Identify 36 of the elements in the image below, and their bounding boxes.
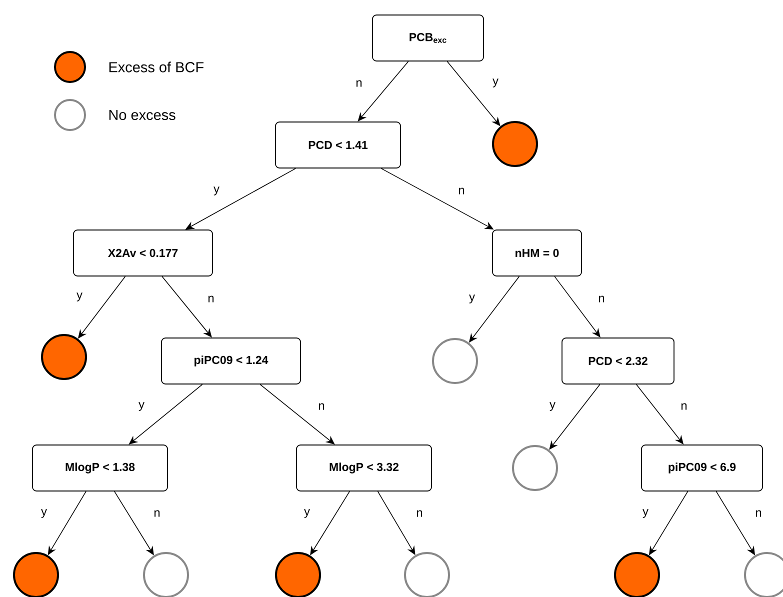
decision-box: nHM = 0 [492,230,582,276]
edge-label: n [756,510,762,517]
edge-label: n [681,403,687,410]
edge-label: n [458,188,464,194]
edge-label: y [642,509,648,518]
edge-label: n [318,403,324,410]
decision-box: piPC09 < 1.24 [161,338,301,384]
decision-box: PCB$_{exc}$ [372,14,484,62]
edge-label: y [41,509,47,518]
edge-label: n [356,80,362,87]
filled-circle [13,552,59,597]
filled-circle [492,121,538,167]
empty-circle [512,445,558,491]
legend-label: Excess of BCF [109,62,204,72]
edge-label: n [208,296,214,302]
edge-label: n [154,510,160,517]
legend-label: No excess [109,110,176,120]
edge-label: y [550,402,556,411]
decision-box: X2Av < 0.177 [73,230,213,276]
edge-label: y [76,292,82,302]
decision-box: piPC09 < 6.9 [641,444,763,492]
edge-label: n [598,296,604,302]
edge-label: y [214,186,220,196]
decision-box: MlogP < 3.32 [296,444,432,492]
edge-label: y [469,294,475,304]
decision-box: MlogP < 1.38 [32,444,168,492]
decision-box: PCD < 1.41 [275,122,401,168]
filled-circle [41,334,87,380]
empty-circle [432,338,478,384]
filled-circle [275,552,321,597]
filled-circle [614,552,660,597]
edge-label: y [138,402,144,411]
decision-box: PCD < 2.32 [562,338,674,384]
edge-label: n [416,510,422,517]
edge-label: y [304,509,310,518]
edge-label: y [492,78,498,88]
